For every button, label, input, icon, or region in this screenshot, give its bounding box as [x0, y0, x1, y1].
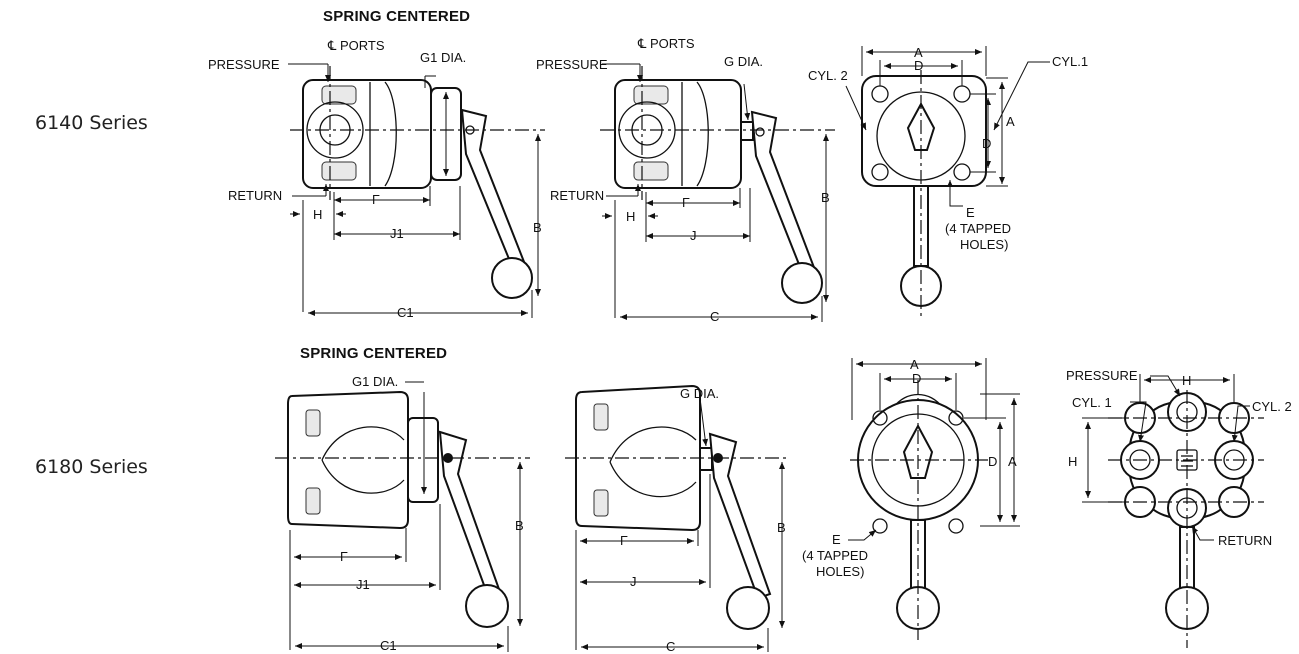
heading-spring-centered-6140: SPRING CENTERED	[323, 8, 471, 25]
label-b-6140-1: B	[533, 220, 542, 235]
label-cyl1-6180: CYL. 1	[1072, 395, 1112, 410]
label-f-6180-2: F	[620, 533, 628, 548]
label-return-6140-2: RETURN	[550, 188, 604, 203]
label-tapped-2-6180: HOLES)	[816, 564, 864, 579]
view-6180-side-g1	[275, 381, 530, 652]
view-6140-end	[845, 46, 1050, 318]
label-cyl2-6140: CYL. 2	[808, 68, 848, 83]
label-g-dia-6180: G DIA.	[680, 386, 719, 401]
label-h-6140-1: H	[313, 207, 322, 222]
label-g1-dia-6140: G1 DIA.	[420, 50, 466, 65]
drawing-labels: PRESSURE ℄ PORTS G1 DIA. RETURN F H J1 B…	[208, 36, 1292, 654]
label-f-6180-1: F	[340, 549, 348, 564]
series-label-6180: 6180 Series	[35, 456, 148, 478]
label-b-6180-1: B	[515, 518, 524, 533]
label-tapped-2-6140: HOLES)	[960, 237, 1008, 252]
heading-spring-centered-6180: SPRING CENTERED	[300, 345, 448, 362]
label-cyl2-6180: CYL. 2	[1252, 399, 1292, 414]
label-d-top-6140: D	[914, 58, 923, 73]
view-6140-side-g1	[288, 63, 545, 318]
label-pressure-6140-2: PRESSURE	[536, 57, 608, 72]
label-h-top-6180: H	[1182, 373, 1191, 388]
label-f-6140-1: F	[372, 192, 380, 207]
label-j1-6180: J1	[356, 577, 370, 592]
label-e-6140: E	[966, 205, 975, 220]
label-pressure-6140-1: PRESSURE	[208, 57, 280, 72]
label-a-top-6140: A	[914, 45, 923, 60]
label-a-top-6180: A	[910, 357, 919, 372]
label-c1-6140: C1	[397, 305, 414, 320]
label-tapped-1-6180: (4 TAPPED	[802, 548, 868, 563]
label-b-6140-2: B	[821, 190, 830, 205]
view-6180-end	[848, 358, 1020, 640]
label-return-6140-1: RETURN	[228, 188, 282, 203]
label-d-top-6180: D	[912, 371, 921, 386]
label-return-6180: RETURN	[1218, 533, 1272, 548]
view-6180-side-g	[565, 384, 790, 652]
label-j1-6140: J1	[390, 226, 404, 241]
label-a-side-6180: A	[1008, 454, 1017, 469]
label-c1-6180: C1	[380, 638, 397, 653]
label-b-6180-2: B	[777, 520, 786, 535]
label-cyl1-6140: CYL.1	[1052, 54, 1088, 69]
label-g-dia-6140: G DIA.	[724, 54, 763, 69]
label-ports-6140-2: ℄ PORTS	[637, 36, 695, 51]
series-label-6140: 6140 Series	[35, 112, 148, 134]
label-a-side-6140: A	[1006, 114, 1015, 129]
label-pressure-6180: PRESSURE	[1066, 368, 1138, 383]
view-6140-side-g	[600, 63, 835, 322]
label-c-6180: C	[666, 639, 675, 654]
label-h-6140-2: H	[626, 209, 635, 224]
label-g1-dia-6180: G1 DIA.	[352, 374, 398, 389]
label-c-6140: C	[710, 309, 719, 324]
label-f-6140-2: F	[682, 195, 690, 210]
label-h-side-6180: H	[1068, 454, 1077, 469]
label-tapped-1-6140: (4 TAPPED	[945, 221, 1011, 236]
label-j-6140: J	[690, 228, 697, 243]
label-d-side-6140: D	[982, 136, 991, 151]
label-j-6180: J	[630, 574, 637, 589]
label-e-6180: E	[832, 532, 841, 547]
label-d-side-6180: D	[988, 454, 997, 469]
view-6180-port-face	[1082, 374, 1264, 648]
label-ports-6140-1: ℄ PORTS	[327, 38, 385, 53]
